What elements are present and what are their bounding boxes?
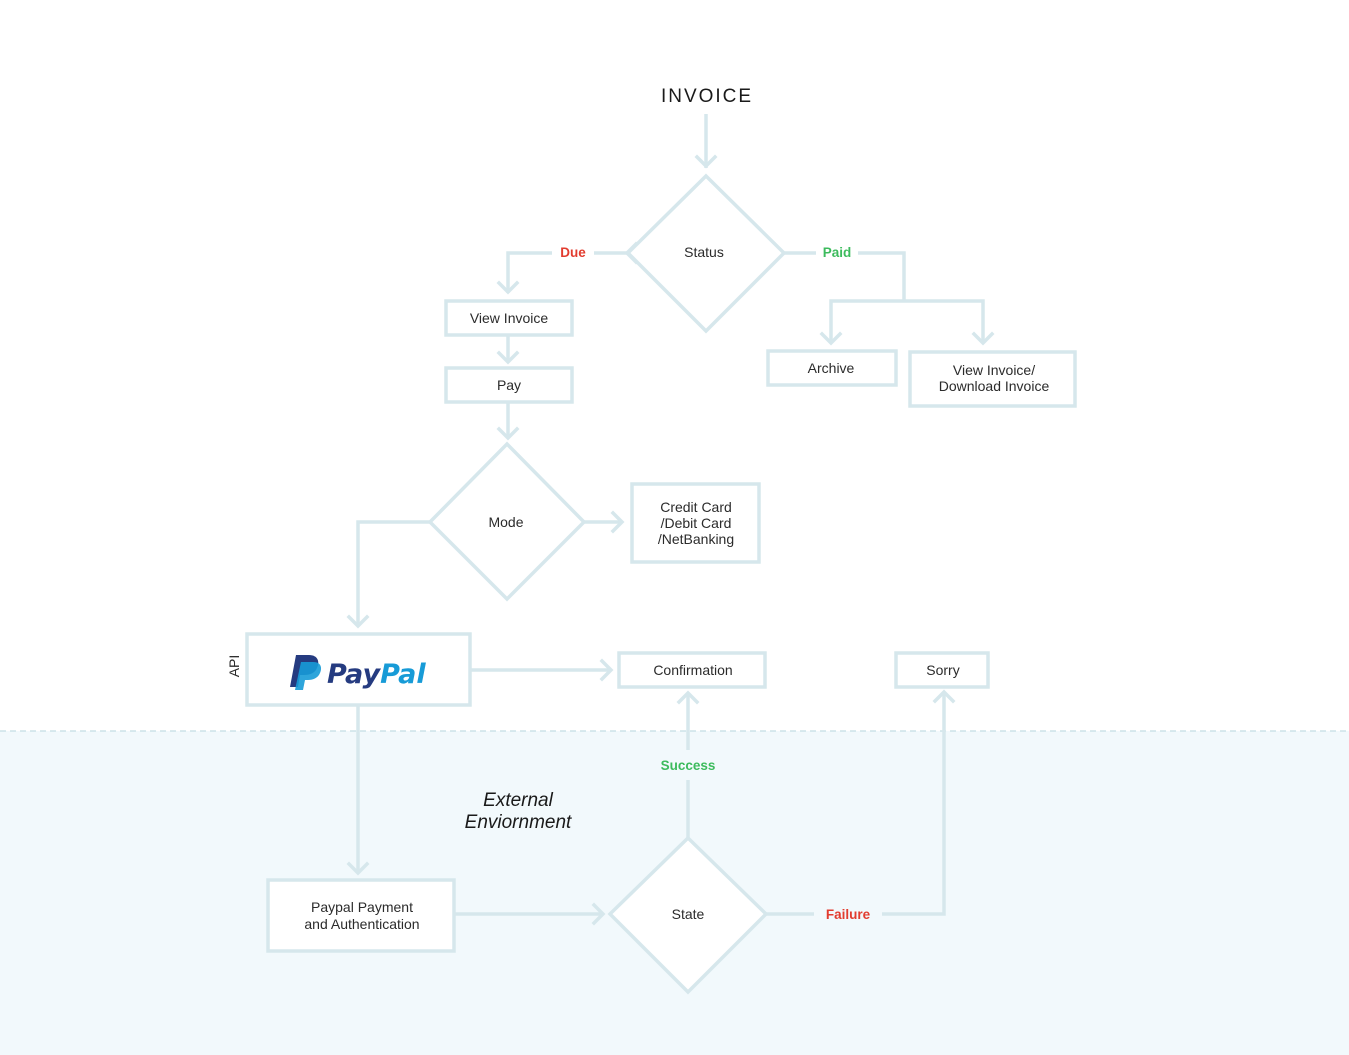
edge-paid-trunk [858,251,906,301]
edge-paid-split [829,299,985,343]
edge-mode-paypal [356,520,430,626]
paypal-wordmark: PayPal [327,659,426,690]
node-status: Status [625,173,787,334]
decision-diamond [607,835,769,995]
node-sorry: Sorry [894,651,990,689]
confirmation-label: Confirmation [653,662,732,678]
cards-label-line3: /NetBanking [658,531,734,547]
arrowhead-icon [496,426,520,441]
arrowhead-icon [932,689,956,704]
process-box [630,482,761,564]
arrowhead-icon [971,331,995,346]
process-box [245,632,472,707]
paypal-auth-label-line2: and Authentication [304,916,419,932]
edge-label-paid: Paid [823,245,852,260]
process-box [617,651,767,689]
node-confirmation: Confirmation [617,651,767,689]
arrowhead-icon [694,154,718,169]
arrowhead-icon [819,331,843,346]
arrowhead-icon [346,614,370,629]
arrowhead-icon [496,280,520,295]
cards-label-line2: /Debit Card [661,515,732,531]
process-box [444,299,574,337]
diagram-title: INVOICE [661,86,753,107]
process-box [444,366,574,404]
node-view-invoice: View Invoice [444,299,574,337]
edge-label-failure: Failure [826,907,871,922]
status-label: Status [684,244,724,260]
arrowhead-icon [346,861,370,876]
node-paypal-auth: Paypal Payment and Authentication [266,878,456,953]
external-environment-label-line2: Enviornment [465,812,572,833]
paypal-auth-label-line1: Paypal Payment [311,899,413,915]
arrowhead-icon [496,350,520,365]
node-cards-netbanking: Credit Card /Debit Card /NetBanking [630,482,761,564]
external-environment-label-line1: External [483,790,553,811]
api-label: API [226,655,242,678]
mode-label: Mode [488,514,523,530]
archive-label: Archive [808,360,855,376]
process-box [766,349,898,387]
view-invoice-label: View Invoice [470,310,549,326]
edge-due-view-invoice [506,251,552,293]
node-paypal-api: API PayPal [226,632,472,707]
process-box [894,651,990,689]
cards-label-line1: Credit Card [660,499,732,515]
sorry-label: Sorry [926,662,959,678]
node-mode: Mode [427,441,587,602]
arrowhead-icon [599,658,614,682]
arrowhead-icon [610,510,625,534]
arrowhead-icon [676,690,700,705]
node-view-download-invoice: View Invoice/ Download Invoice [908,350,1077,408]
node-pay: Pay [444,366,574,404]
decision-diamond [427,441,587,602]
process-box [266,878,456,953]
view-download-label-line2: Download Invoice [939,378,1050,394]
paypal-logo-icon: PayPal [290,655,426,690]
edge-label-success: Success [661,758,716,773]
process-box [908,350,1077,408]
node-archive: Archive [766,349,898,387]
decision-diamond [625,173,787,334]
pay-label: Pay [497,377,521,393]
state-label: State [672,906,705,922]
view-download-label-line1: View Invoice/ [953,362,1035,378]
edge-failure-sorry [882,692,946,916]
node-state: State [607,835,769,995]
edge-label-due: Due [560,245,586,260]
arrowhead-icon [591,902,606,926]
